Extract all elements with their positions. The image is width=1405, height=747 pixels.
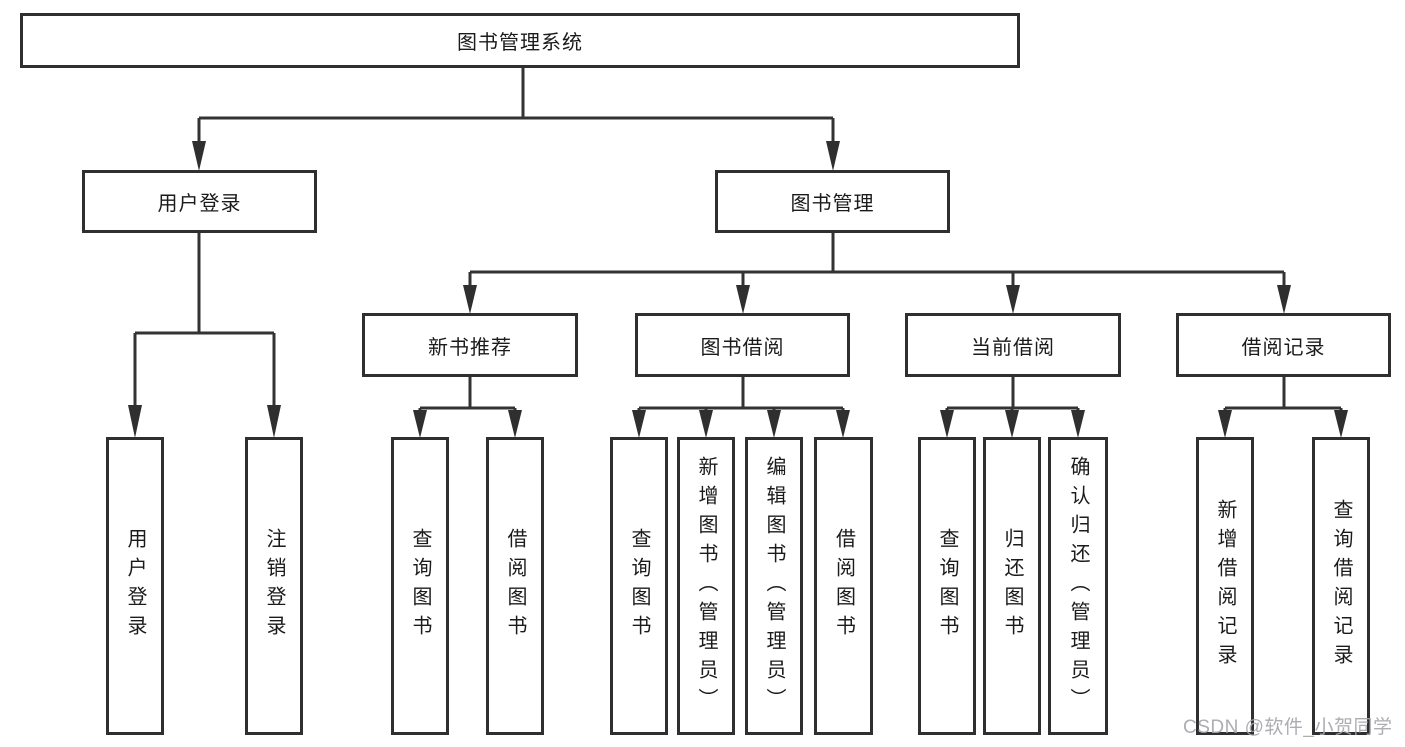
node-root-label: 图书管理系统 [457,32,583,54]
node-current-borrowing-label: 当前借阅 [971,336,1055,359]
node-add-books-admin: 新增图书（管理员） [677,437,735,735]
node-query-books-borrowing: 查询图书 [610,437,668,735]
node-confirm-return-admin: 确认归还（管理员） [1048,437,1108,735]
node-confirm-return-admin-label: 确认归还（管理员） [1067,455,1089,717]
node-user-login-leaf: 用户登录 [106,437,164,735]
node-borrow-books-borrowing: 借阅图书 [814,437,873,735]
node-add-books-admin-label: 新增图书（管理员） [695,455,717,717]
node-book-borrowing: 图书借阅 [635,313,850,377]
node-query-books-current: 查询图书 [918,437,976,735]
node-logout-label: 注销登录 [263,528,285,644]
node-book-management-label: 图书管理 [790,193,875,215]
node-logout: 注销登录 [245,437,303,735]
node-current-borrowing: 当前借阅 [905,313,1121,377]
node-query-books-borrowing-label: 查询图书 [628,528,650,644]
node-add-borrow-record-label: 新增借阅记录 [1214,499,1236,673]
node-borrowing-records: 借阅记录 [1176,313,1391,377]
node-query-borrow-record-label: 查询借阅记录 [1330,499,1352,673]
node-query-books-current-label: 查询图书 [936,528,958,644]
node-query-books-recommend-label: 查询图书 [409,528,431,644]
node-borrowing-records-label: 借阅记录 [1241,336,1326,359]
node-edit-books-admin-label: 编辑图书（管理员） [763,455,785,717]
node-borrow-books-borrowing-label: 借阅图书 [832,528,855,644]
csdn-watermark: CSDN @软件_小贺同学 [1183,717,1393,738]
node-book-borrowing-label: 图书借阅 [700,336,785,359]
node-add-borrow-record: 新增借阅记录 [1196,437,1254,735]
node-new-book-recommend: 新书推荐 [362,313,578,377]
node-root: 图书管理系统 [20,13,1020,68]
node-return-books: 归还图书 [983,437,1041,735]
node-return-books-label: 归还图书 [1001,528,1023,644]
node-new-book-recommend-label: 新书推荐 [428,336,512,359]
node-book-management: 图书管理 [715,170,950,233]
node-borrow-books-recommend-label: 借阅图书 [504,528,526,644]
node-query-books-recommend: 查询图书 [391,437,449,735]
node-user-login: 用户登录 [82,170,317,233]
node-user-login-label: 用户登录 [157,193,242,215]
node-borrow-books-recommend: 借阅图书 [486,437,544,735]
node-user-login-leaf-label: 用户登录 [124,528,146,644]
node-edit-books-admin: 编辑图书（管理员） [745,437,803,735]
node-query-borrow-record: 查询借阅记录 [1312,437,1370,735]
